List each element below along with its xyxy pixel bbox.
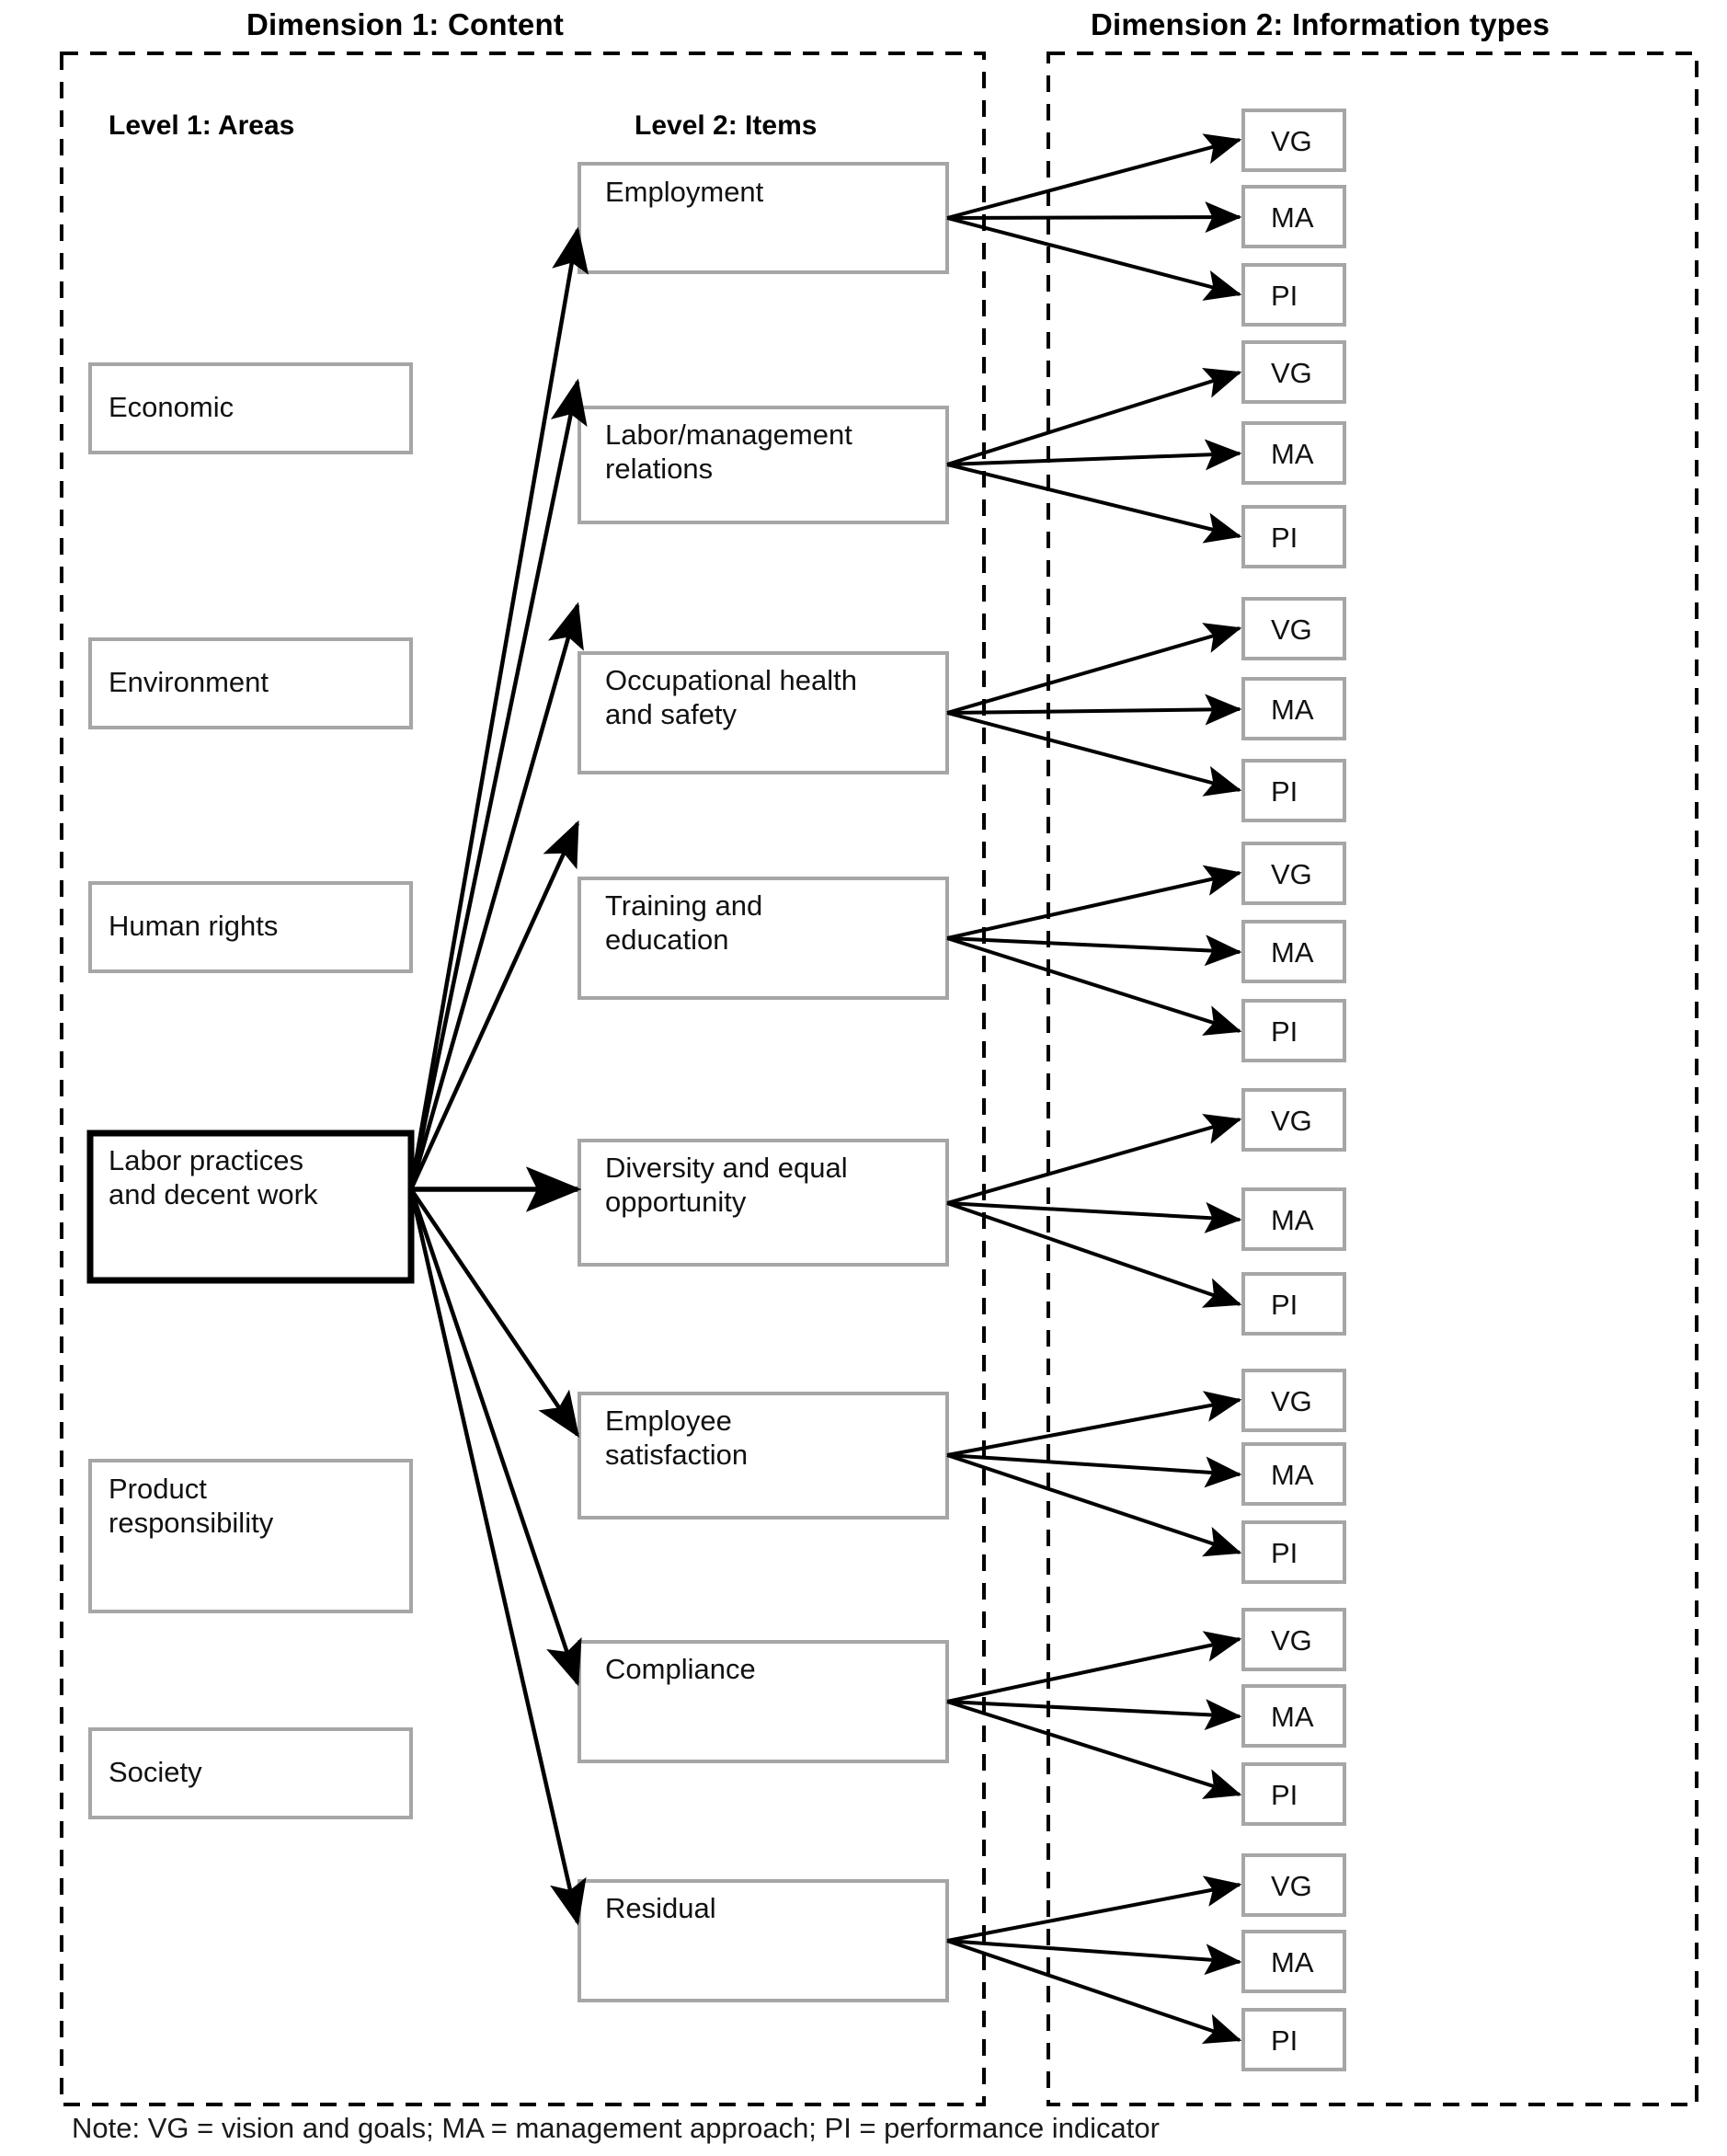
area-box-product-responsibility[interactable]	[88, 1459, 413, 1613]
info-box-pi	[1241, 505, 1346, 568]
info-box-vg	[1241, 109, 1346, 172]
info-box-pi	[1241, 1520, 1346, 1584]
edges-area-to-items	[408, 226, 589, 1926]
item-box-training-education[interactable]	[578, 877, 949, 1000]
info-box-pi	[1241, 1272, 1346, 1336]
info-box-vg	[1241, 1088, 1346, 1152]
item-box-employment[interactable]	[578, 162, 949, 274]
info-box-pi	[1241, 999, 1346, 1062]
panel-dimension2-border	[1046, 52, 1698, 2106]
info-box-vg	[1241, 842, 1346, 905]
info-box-ma	[1241, 920, 1346, 983]
panel-dimension1-border	[60, 52, 986, 2106]
level2-label: Level 2: Items	[635, 110, 818, 141]
info-box-vg	[1241, 1608, 1346, 1671]
info-type-boxes	[1241, 109, 1346, 2071]
info-box-vg	[1241, 1369, 1346, 1432]
dimension1-header: Dimension 1: Content	[246, 7, 565, 41]
level1-label: Level 1: Areas	[109, 110, 295, 141]
area-box-environment[interactable]	[88, 637, 413, 729]
info-box-ma	[1241, 677, 1346, 740]
info-box-pi	[1241, 1762, 1346, 1826]
info-box-ma	[1241, 1442, 1346, 1506]
item-box-occupational-health-safety[interactable]	[578, 651, 949, 774]
area-box-human-rights[interactable]	[88, 881, 413, 973]
info-box-vg	[1241, 597, 1346, 660]
legend-note: Note: VG = vision and goals; MA = manage…	[72, 2112, 1160, 2144]
dimension2-header: Dimension 2: Information types	[1091, 7, 1550, 41]
item-box-compliance[interactable]	[578, 1640, 949, 1763]
area-box-labor-practices[interactable]	[86, 1130, 415, 1284]
item-box-labor-management-relations[interactable]	[578, 406, 949, 524]
info-box-ma	[1241, 1930, 1346, 1993]
area-box-society[interactable]	[88, 1727, 413, 1819]
info-box-pi	[1241, 263, 1346, 327]
info-box-ma	[1241, 185, 1346, 248]
area-box-economic[interactable]	[88, 362, 413, 454]
info-box-ma	[1241, 1684, 1346, 1748]
info-box-ma	[1241, 421, 1346, 485]
edges-items-to-info-types	[946, 133, 1242, 2045]
info-box-vg	[1241, 1853, 1346, 1917]
info-box-vg	[1241, 340, 1346, 404]
info-box-pi	[1241, 2008, 1346, 2071]
item-box-residual[interactable]	[578, 1879, 949, 2002]
item-box-diversity-equal-opportunity[interactable]	[578, 1139, 949, 1267]
item-box-employee-satisfaction[interactable]	[578, 1392, 949, 1520]
info-box-ma	[1241, 1187, 1346, 1251]
info-box-pi	[1241, 759, 1346, 822]
